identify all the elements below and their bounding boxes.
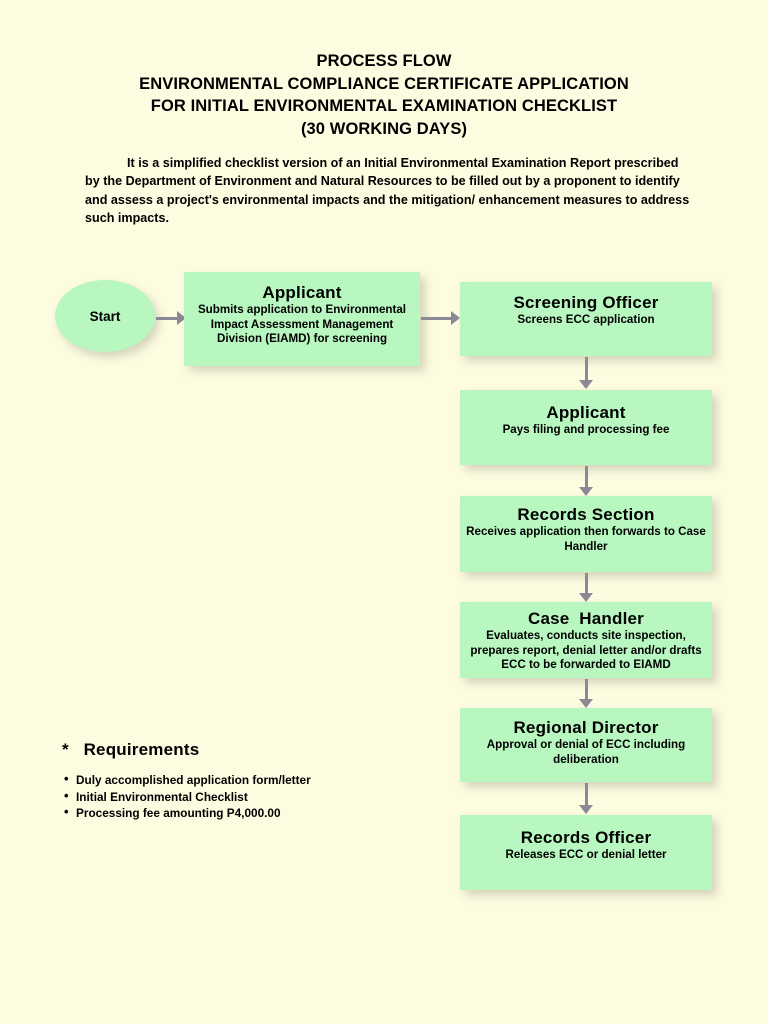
arrow-head [579, 699, 593, 708]
node-title: Applicant [262, 283, 342, 302]
intro-paragraph: It is a simplified checklist version of … [85, 154, 693, 228]
title-line-3: FOR INITIAL ENVIRONMENTAL EXAMINATION CH… [150, 97, 618, 115]
list-item-label: Initial Environmental Checklist [76, 789, 248, 804]
title-line-4: (30 WORKING DAYS) [300, 119, 468, 138]
arrow-head [579, 593, 593, 602]
intro-text: It is a simplified checklist version of … [85, 156, 690, 226]
node-records-officer: Records Officer Releases ECC or denial l… [460, 815, 712, 890]
node-title: Records Section [517, 505, 655, 524]
node-title: Applicant [546, 403, 626, 422]
arrow-applicant-1-to-screening-officer [421, 311, 460, 325]
arrow-regional-director-to-records-officer [579, 783, 593, 815]
list-item: • Processing fee amounting P4,000.00 [62, 804, 392, 822]
requirements-list: • Duly accomplished application form/let… [62, 771, 392, 822]
requirements-heading: * Requirements [62, 740, 200, 759]
node-description: Screens ECC application [517, 313, 655, 326]
arrow-shaft [156, 317, 178, 320]
bullet-icon: • [64, 787, 69, 803]
node-description: Evaluates, conducts site inspection, pre… [470, 629, 702, 672]
arrow-head [177, 311, 186, 325]
start-node: Start [55, 280, 155, 352]
arrow-shaft [421, 317, 452, 320]
arrow-shaft [585, 466, 588, 488]
title-line-2: ENVIRONMENTAL COMPLIANCE CERTIFICATE APP… [139, 74, 629, 93]
node-title: Screening Officer [513, 293, 659, 312]
arrow-shaft [585, 783, 588, 806]
arrow-start-to-applicant-1 [156, 311, 186, 325]
requirements-section: * Requirements • Duly accomplished appli… [62, 740, 392, 822]
start-label: Start [89, 308, 121, 324]
node-regional-director: Regional Director Approval or denial of … [460, 708, 712, 782]
bullet-icon: • [64, 771, 69, 786]
node-description: Releases ECC or denial letter [505, 848, 667, 861]
node-applicant-2: Applicant Pays filing and processing fee [460, 390, 712, 465]
node-title: Records Officer [520, 828, 652, 847]
list-item: • Initial Environmental Checklist [62, 787, 392, 806]
node-applicant-1: Applicant Submits application to Environ… [184, 272, 420, 366]
node-records-section: Records Section Receives application the… [460, 496, 712, 572]
arrow-applicant-2-to-records-section [579, 466, 593, 497]
arrow-screening-officer-to-applicant-2 [579, 357, 593, 390]
node-description: Receives application then forwards to Ca… [466, 525, 706, 553]
node-description: Approval or denial of ECC including deli… [486, 738, 686, 766]
list-item-label: Duly accomplished application form/lette… [76, 773, 311, 787]
node-description: Pays filing and processing fee [502, 423, 670, 436]
arrow-head [579, 487, 593, 496]
list-item-label: Processing fee amounting P4,000.00 [76, 806, 281, 820]
node-description: Submits application to Environmental Imp… [197, 303, 407, 346]
title-line-1: PROCESS FLOW [316, 52, 452, 70]
page-title: PROCESS FLOW ENVIRONMENTAL COMPLIANCE CE… [0, 50, 768, 140]
arrow-records-section-to-case-handler [579, 573, 593, 603]
arrow-shaft [585, 357, 588, 381]
arrow-head [451, 311, 460, 325]
arrow-shaft [585, 679, 588, 700]
list-item: • Duly accomplished application form/let… [62, 771, 392, 789]
arrow-case-handler-to-regional-director [579, 679, 593, 709]
node-screening-officer: Screening Officer Screens ECC applicatio… [460, 282, 712, 356]
node-case-handler: Case Handler Evaluates, conducts site in… [460, 602, 712, 678]
node-title: Regional Director [513, 718, 659, 737]
arrow-shaft [585, 573, 588, 594]
arrow-head [579, 380, 593, 389]
node-title: Case Handler [528, 609, 644, 628]
bullet-icon: • [64, 804, 69, 819]
arrow-head [579, 805, 593, 814]
